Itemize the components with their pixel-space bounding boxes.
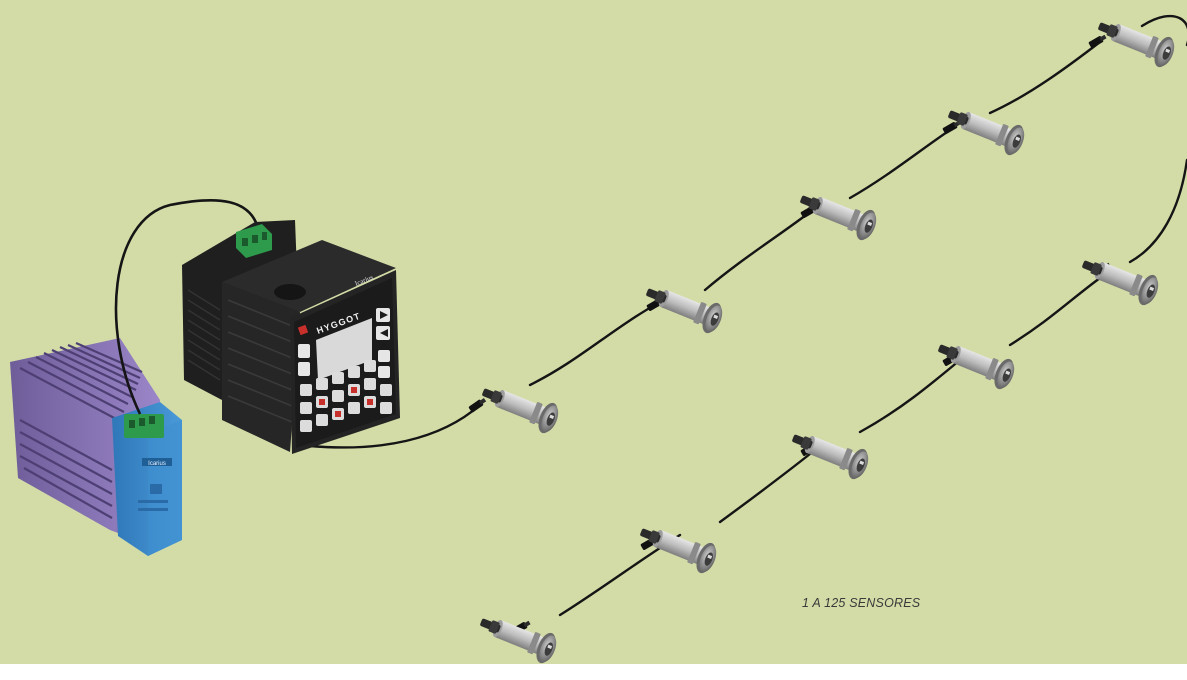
sensor	[1093, 10, 1179, 71]
power-cable	[114, 199, 260, 415]
scene: Icarius	[0, 0, 1187, 664]
sensor-bus-cable	[308, 14, 1187, 617]
psu-maker-label: Icarius	[148, 461, 166, 467]
controller: HYGGOT Icarius	[182, 220, 400, 454]
sensor	[475, 606, 561, 664]
sensor	[477, 376, 563, 437]
sensor-chain-upper	[468, 10, 1179, 437]
scene-svg: Icarius	[10, 10, 1187, 664]
sensor-count-caption: 1 A 125 SENSORES	[802, 596, 921, 610]
sensor	[1077, 248, 1163, 309]
power-supply: Icarius	[10, 338, 182, 556]
